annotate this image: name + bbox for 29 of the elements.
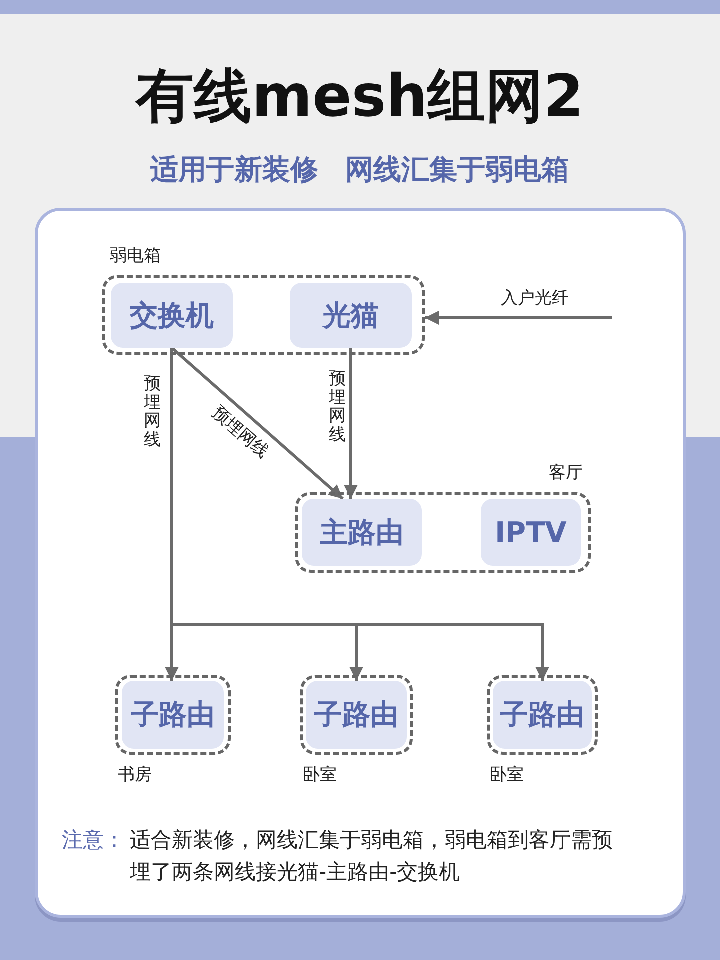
note-text: 适合新装修，网线汇集于弱电箱，弱电箱到客厅需预埋了两条网线接光猫-主路由-交换机 <box>130 827 614 886</box>
device-box <box>290 283 412 348</box>
device-box <box>306 681 407 749</box>
device-box <box>493 681 592 749</box>
group-label: 书房 <box>118 764 152 786</box>
device-box <box>481 499 581 566</box>
arrow <box>344 348 358 499</box>
group-label: 客厅 <box>549 462 583 484</box>
arrow <box>171 346 344 500</box>
note-heading: 注意： <box>62 827 125 854</box>
device-label: 主路由 <box>320 516 404 550</box>
device-box <box>122 681 224 749</box>
edge-label: 预埋网线 <box>329 370 346 445</box>
group-label: 弱电箱 <box>110 245 161 267</box>
device-label: 子路由 <box>314 698 398 732</box>
edge-label: 入户光纤 <box>501 290 569 308</box>
edge-label: 预埋网线 <box>144 375 161 450</box>
group-label: 卧室 <box>303 764 337 786</box>
device-label: IPTV <box>495 516 567 550</box>
subtitle: 适用于新装修 网线汇集于弱电箱 <box>150 152 570 188</box>
device-box <box>111 283 233 348</box>
arrow <box>425 311 612 325</box>
title: 有线mesh组网2 <box>136 61 584 132</box>
device-box <box>302 499 422 566</box>
device-label: 光猫 <box>323 298 379 332</box>
group-label: 卧室 <box>490 764 524 786</box>
device-label: 子路由 <box>131 698 215 732</box>
device-label: 交换机 <box>130 298 214 332</box>
device-label: 子路由 <box>500 698 584 732</box>
